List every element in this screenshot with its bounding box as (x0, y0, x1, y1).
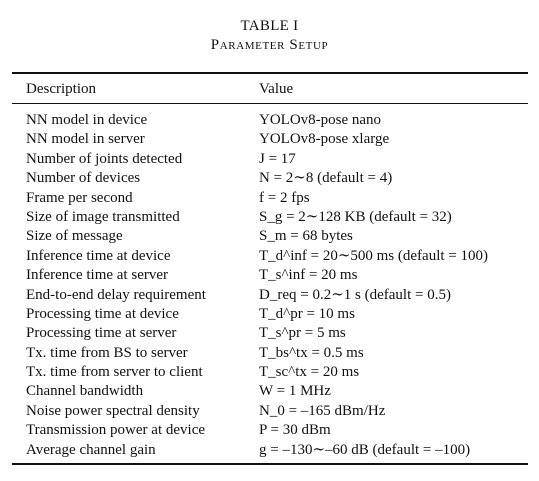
row-description: End-to-end delay requirement (26, 286, 206, 303)
table-row: NN model in device YOLOv8-pose nano (0, 111, 539, 130)
row-value: S_g = 2∼128 KB (default = 32) (259, 208, 452, 225)
row-value: f = 2 fps (259, 189, 310, 206)
row-description: Frame per second (26, 189, 133, 206)
table-row: Tx. time from server to client T_sc^tx = … (0, 363, 539, 382)
table-row: Number of devices N = 2∼8 (default = 4) (0, 169, 539, 188)
table-row: Inference time at device T_d^inf = 20∼500… (0, 247, 539, 266)
row-description: Channel bandwidth (26, 383, 144, 400)
row-value: YOLOv8-pose nano (259, 112, 382, 128)
table-row: NN model in server YOLOv8-pose xlarge (0, 130, 539, 149)
table-row: Number of joints detected J = 17 (0, 150, 539, 169)
row-description: Size of message (26, 228, 123, 245)
row-description: Inference time at server (26, 267, 168, 284)
table-row: Size of message S_m = 68 bytes (0, 227, 539, 246)
table-row: Size of image transmitted S_g = 2∼128 KB … (0, 208, 539, 227)
table-caption-number: TABLE I (240, 18, 299, 34)
header-value: Value (259, 81, 294, 97)
row-value: g = –130∼–60 dB (default = –100) (259, 441, 471, 458)
table-row: Tx. time from BS to server T_bs^tx = 0.5 … (0, 344, 539, 363)
row-description: Processing time at device (26, 305, 179, 322)
row-value: N_0 = –165 dBm/Hz (259, 402, 386, 419)
row-description: Tx. time from server to client (26, 364, 203, 381)
row-value: T_sc^tx = 20 ms (259, 364, 360, 381)
row-description: Size of image transmitted (26, 208, 180, 225)
row-value: T_d^pr = 10 ms (259, 305, 355, 322)
table-row: Processing time at server T_s^pr = 5 ms (0, 324, 539, 343)
table-row: Inference time at server T_s^inf = 20 ms (0, 266, 539, 285)
table-header-row: Description Value (0, 79, 539, 99)
row-description: Number of devices (26, 170, 141, 187)
table-row: End-to-end delay requirement D_req = 0.2∼… (0, 286, 539, 305)
table-top-rule (12, 72, 528, 74)
table-row: Channel bandwidth W = 1 MHz (0, 382, 539, 401)
table-row: Transmission power at device P = 30 dBm (0, 421, 539, 440)
row-description: Noise power spectral density (26, 402, 200, 419)
row-value: S_m = 68 bytes (259, 228, 353, 245)
table-row: Average channel gain g = –130∼–60 dB (def… (0, 441, 539, 460)
row-description: Tx. time from BS to server (26, 344, 188, 361)
row-value: T_bs^tx = 0.5 ms (259, 344, 364, 361)
row-value: J = 17 (259, 150, 296, 167)
row-value: T_s^pr = 5 ms (259, 325, 346, 342)
row-value: P = 30 dBm (259, 422, 331, 439)
row-description: Inference time at device (26, 247, 171, 264)
row-value: D_req = 0.2∼1 s (default = 0.5) (259, 286, 451, 303)
row-value: N = 2∼8 (default = 4) (259, 170, 393, 187)
row-description: NN model in server (26, 131, 145, 148)
row-description: Average channel gain (26, 441, 156, 458)
row-description: Number of joints detected (26, 150, 183, 167)
table-row: Processing time at device T_d^pr = 10 ms (0, 305, 539, 324)
row-value: T_s^inf = 20 ms (259, 267, 358, 284)
table-caption-title: Parameter Setup (210, 37, 329, 53)
table-header-rule (12, 103, 528, 104)
row-value: W = 1 MHz (259, 383, 331, 400)
row-description: Processing time at server (26, 325, 177, 342)
row-value: YOLOv8-pose xlarge (259, 131, 390, 148)
header-description: Description (26, 81, 96, 97)
row-value: T_d^inf = 20∼500 ms (default = 100) (259, 247, 488, 264)
row-description: Transmission power at device (26, 422, 206, 439)
table-row: Frame per second f = 2 fps (0, 189, 539, 208)
table-row: Noise power spectral density N_0 = –165 d… (0, 402, 539, 421)
table-bottom-rule (12, 463, 528, 465)
row-description: NN model in device (26, 112, 148, 128)
